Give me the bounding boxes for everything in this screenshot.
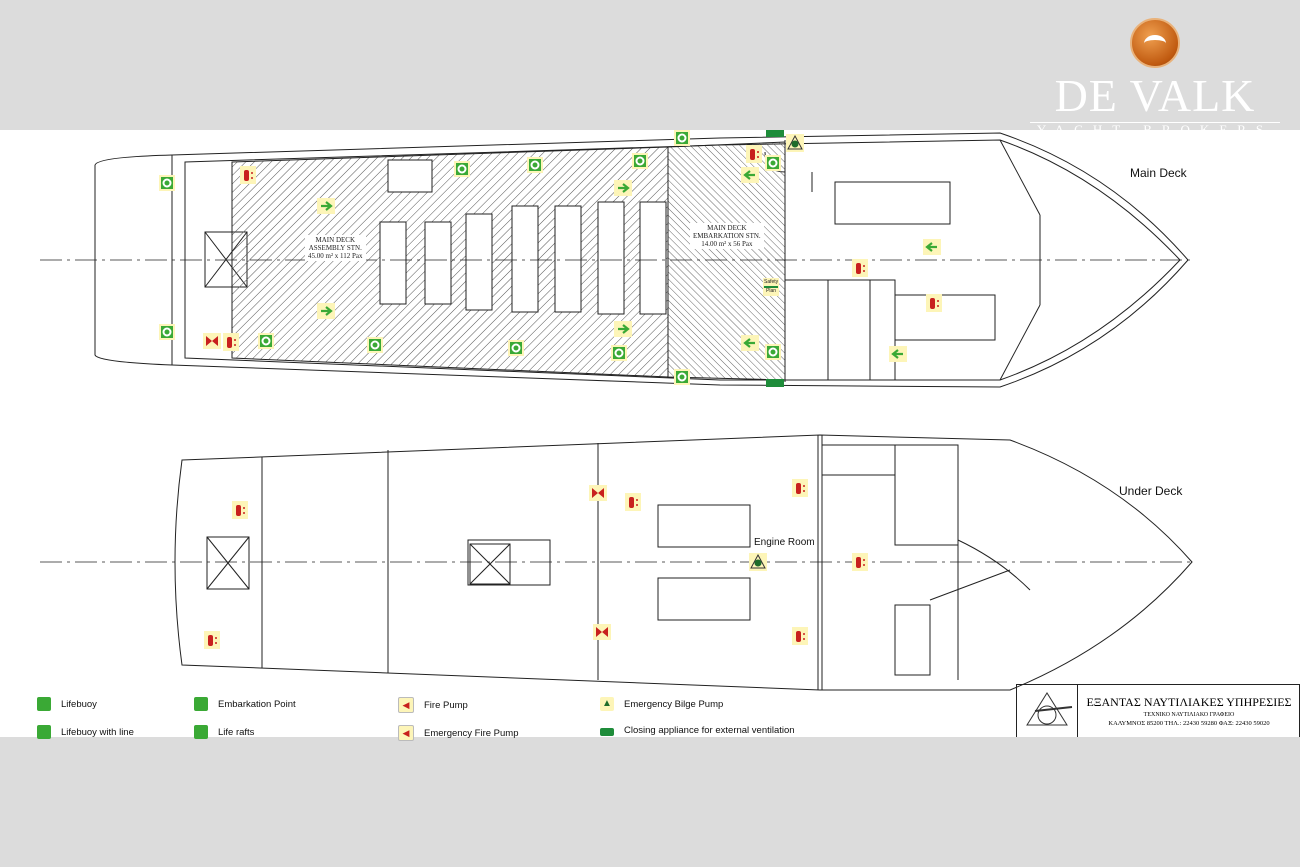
- fire-pump-icon: [593, 624, 611, 640]
- fire-extinguisher-icon: [625, 493, 641, 511]
- logo-name: DE VALK: [1054, 70, 1256, 121]
- logo-subtitle: YACHT BROKERS: [1030, 122, 1280, 133]
- emergency-bilge-pump-icon: ▲: [600, 697, 614, 711]
- fire-extinguisher-icon: [746, 145, 762, 163]
- emergency-bilge-pump-icon: [786, 134, 804, 152]
- life-raft-icon: [508, 340, 524, 356]
- escape-arrow-icon: [889, 346, 907, 362]
- lifebuoy-icon: [765, 344, 781, 360]
- legend-label: Closing appliance for external ventilati…: [624, 725, 795, 736]
- legend-lifebuoy-with-line: Lifebuoy with line: [37, 725, 134, 739]
- company-address: ΚΑΛΥΜΝΟΣ 85200 ΤΗΛ.: 22430 59280 ΦΑΞ: 22…: [1108, 720, 1270, 727]
- lifebuoy-with-line-icon: [37, 725, 51, 739]
- escape-arrow-icon: [923, 239, 941, 255]
- fire-pump-icon: [589, 485, 607, 501]
- life-raft-icon: [611, 345, 627, 361]
- safety-plan-sheet: Main Deck Under Deck Engine Room MAIN DE…: [0, 130, 1300, 741]
- deck-plan-drawing: [40, 130, 1193, 691]
- closing-appliance-icon: [600, 728, 614, 736]
- lifebuoy-icon: [765, 155, 781, 171]
- legend-emergency-fire-pump: ◀ Emergency Fire Pump: [398, 725, 519, 741]
- safety-plan-sign: Safety Plan: [763, 278, 780, 296]
- escape-arrow-icon: [741, 335, 759, 351]
- legend-emergency-bilge-pump: ▲ Emergency Bilge Pump: [600, 697, 723, 711]
- escape-arrow-icon: [317, 303, 335, 319]
- fire-extinguisher-icon: [792, 479, 808, 497]
- under-deck-hull: [174, 434, 1193, 691]
- assembly-line1: MAIN DECK: [315, 236, 356, 244]
- closing-appliance-icon: [766, 130, 784, 137]
- embarkation-line3: 14.00 m² x 56 Pax: [701, 240, 753, 248]
- embarkation-station-area: [667, 141, 786, 381]
- fire-extinguisher-icon: [792, 627, 808, 645]
- life-raft-icon: [454, 161, 470, 177]
- legend-lifebuoy: Lifebuoy: [37, 697, 97, 711]
- sextant-emblem-icon: [1017, 685, 1078, 737]
- fire-pump-icon: [203, 333, 221, 349]
- life-raft-icon: [258, 333, 274, 349]
- company-subtitle: ΤΕΧΝΙΚΟ ΝΑΥΤΙΛΙΑΚΟ ΓΡΑΦΕΙΟ: [1143, 712, 1235, 718]
- fire-extinguisher-icon: [852, 259, 868, 277]
- embarkation-point-icon: [674, 130, 690, 146]
- escape-arrow-icon: [741, 167, 759, 183]
- legend-label: Lifebuoy with line: [61, 726, 134, 738]
- embarkation-line1: MAIN DECK: [707, 224, 747, 232]
- company-name: ΕΞΑΝΤΑΣ ΝΑΥΤΙΛΙΑΚΕΣ ΥΠΗΡΕΣΙΕΣ: [1086, 695, 1292, 709]
- life-raft-icon: [367, 337, 383, 353]
- escape-arrow-icon: [614, 180, 632, 196]
- fire-extinguisher-icon: [852, 553, 868, 571]
- emergency-bilge-pump-icon: [749, 553, 767, 571]
- safety-plan-line2: Plan: [764, 286, 779, 295]
- legend-label: Fire Pump: [424, 699, 468, 711]
- legend-label: Embarkation Point: [218, 698, 296, 710]
- main-deck-title: Main Deck: [1130, 166, 1187, 180]
- life-raft-icon: [527, 157, 543, 173]
- lifebuoy-icon: [159, 175, 175, 191]
- legend-closing-appliance: Closing appliance for external ventilati…: [600, 725, 795, 736]
- lifebuoy-icon: [159, 324, 175, 340]
- life-raft-icon: [632, 153, 648, 169]
- closing-appliance-icon: [766, 379, 784, 387]
- embarkation-station-label: MAIN DECK EMBARKATION STN. 14.00 m² x 56…: [690, 223, 764, 249]
- title-block: ΕΞΑΝΤΑΣ ΝΑΥΤΙΛΙΑΚΕΣ ΥΠΗΡΕΣΙΕΣ ΤΕΧΝΙΚΟ ΝΑ…: [1016, 684, 1300, 737]
- fire-extinguisher-icon: [926, 294, 942, 312]
- fire-extinguisher-icon: [240, 166, 256, 184]
- embarkation-point-icon: [194, 697, 208, 711]
- legend-embarkation-point: Embarkation Point: [194, 697, 296, 711]
- escape-arrow-icon: [317, 198, 335, 214]
- engine-room-label: Engine Room: [754, 537, 815, 548]
- fire-pump-icon: ◀: [398, 697, 414, 713]
- de-valk-logo: DE VALK YACHT BROKERS: [1030, 18, 1280, 133]
- escape-arrow-icon: [614, 321, 632, 337]
- embarkation-point-icon: [674, 369, 690, 385]
- emergency-fire-pump-icon: ◀: [398, 725, 414, 741]
- legend-label: Lifebuoy: [61, 698, 97, 710]
- legend-label: Emergency Fire Pump: [424, 727, 519, 739]
- fire-extinguisher-icon: [204, 631, 220, 649]
- fire-extinguisher-icon: [223, 333, 239, 351]
- assembly-line3: 45.00 m² x 112 Pax: [308, 252, 363, 260]
- falcon-logo-icon: [1130, 18, 1180, 68]
- assembly-line2: ASSEMBLY STN.: [308, 244, 362, 252]
- safety-plan-line1: Safety: [764, 279, 779, 285]
- assembly-station-label: MAIN DECK ASSEMBLY STN. 45.00 m² x 112 P…: [305, 235, 366, 261]
- life-rafts-icon: [194, 725, 208, 739]
- fire-extinguisher-icon: [232, 501, 248, 519]
- legend-label: Life rafts: [218, 726, 255, 738]
- legend-fire-pump: ◀ Fire Pump: [398, 697, 468, 713]
- under-deck-title: Under Deck: [1119, 484, 1183, 498]
- legend-label: Emergency Bilge Pump: [624, 698, 724, 710]
- legend-life-rafts: Life rafts: [194, 725, 254, 739]
- lifebuoy-icon: [37, 697, 51, 711]
- embarkation-line2: EMBARKATION STN.: [693, 232, 761, 240]
